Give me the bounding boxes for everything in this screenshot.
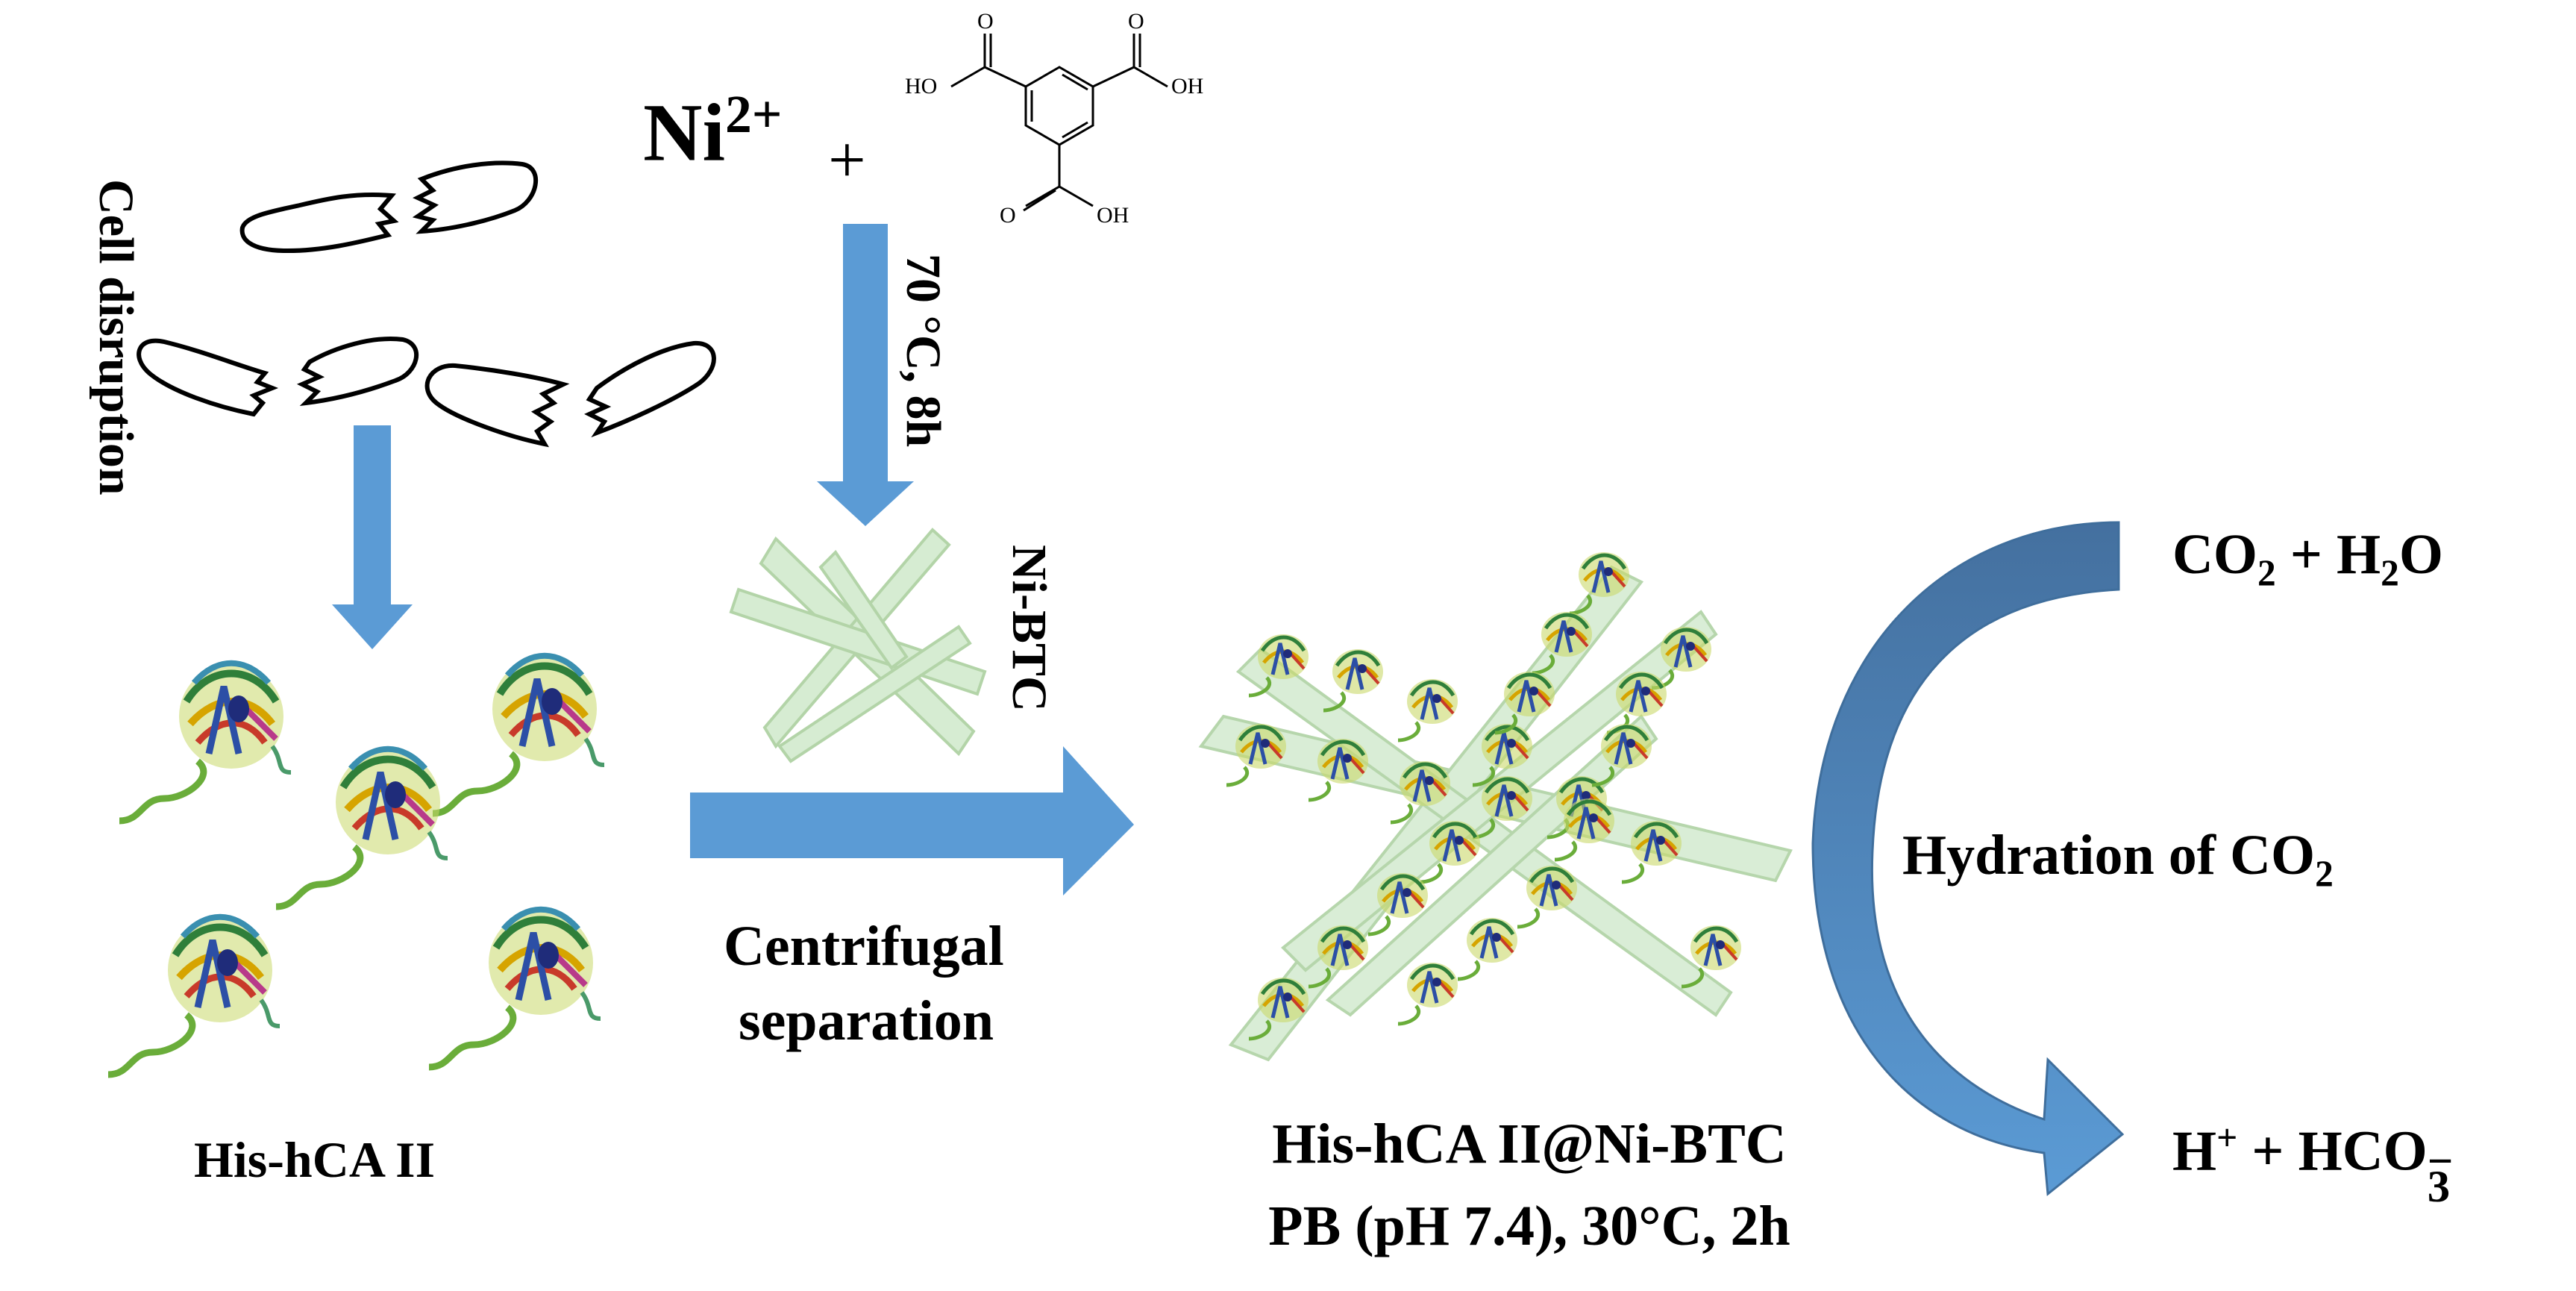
cell-disruption-label: Cell disruption: [89, 179, 143, 496]
arrow-cells-to-enzyme: [332, 425, 413, 649]
cell-fragment: [296, 337, 419, 407]
bound-enzyme: [1398, 679, 1458, 740]
broken-cells-group: [137, 160, 716, 448]
products-label: H+ + HCO−3: [2172, 1117, 2454, 1213]
btc-oh-bottom: OH: [1097, 203, 1129, 228]
enzyme-label: His-hCA II: [194, 1131, 436, 1188]
composite-label-line1: His-hCA II@Ni-BTC: [1272, 1113, 1787, 1175]
btc-oxygen-right: O: [1128, 9, 1144, 34]
btc-oh-left: HO: [905, 74, 937, 99]
composite-label-line2: PB (pH 7.4), 30°C, 2h: [1268, 1195, 1790, 1257]
nickel-ion-label: Ni2+: [643, 85, 783, 178]
btc-oxygen-bottom: O: [1000, 203, 1016, 228]
ni-btc-label: Ni-BTC: [1002, 545, 1056, 712]
centrifugal-label-line1: Centrifugal: [724, 915, 1004, 978]
enzyme-structure: [119, 663, 291, 821]
arrow-synthesis: [817, 224, 914, 526]
enzyme-structure: [276, 749, 448, 907]
cell-fragment: [424, 363, 570, 448]
btc-oxygen-left: O: [977, 9, 994, 34]
reactants-label: CO2 + H2O: [2172, 523, 2443, 594]
enzyme-structure: [108, 917, 280, 1075]
btc-oh-right: OH: [1171, 74, 1203, 99]
btc-molecule: [950, 34, 1168, 212]
arrow-centrifugal: [690, 746, 1134, 895]
cell-fragment: [239, 192, 399, 254]
hydration-cycle-arrow: [1811, 521, 2125, 1196]
ni-btc-crystals: [729, 528, 987, 763]
hydration-process-label: Hydration of CO2: [1902, 824, 2334, 895]
cell-fragment: [412, 160, 538, 234]
centrifugal-label-line2: separation: [739, 990, 994, 1052]
enzyme-structure: [433, 656, 604, 813]
cell-fragment: [137, 338, 279, 417]
reaction-conditions-label: 70 °C, 8h: [896, 254, 950, 448]
free-enzymes: [108, 656, 604, 1075]
bound-enzyme: [1458, 918, 1517, 979]
plus-sign: +: [828, 123, 866, 197]
bound-enzyme: [1398, 963, 1458, 1024]
enzyme-structure: [429, 910, 601, 1067]
cell-fragment: [584, 340, 716, 438]
